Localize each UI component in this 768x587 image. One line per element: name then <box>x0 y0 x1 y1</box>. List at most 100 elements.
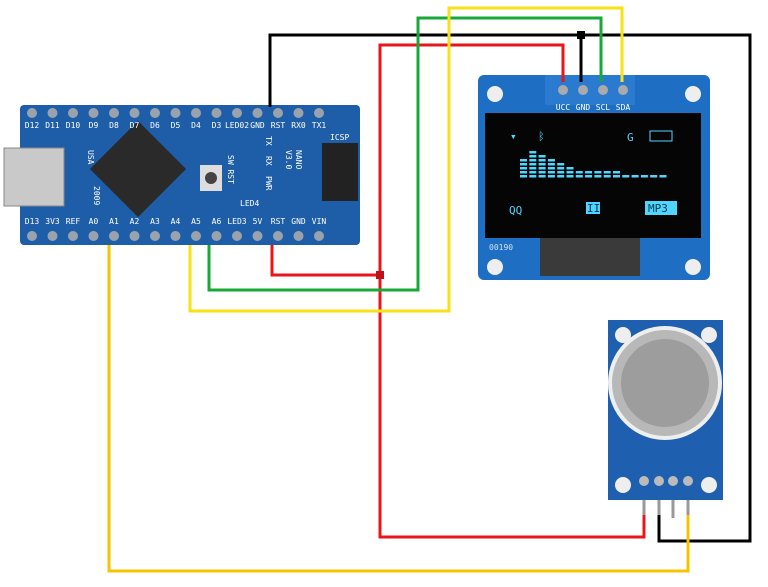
icsp-header <box>322 143 358 201</box>
pin-label: D8 <box>109 121 119 130</box>
spectrum-segment <box>520 163 527 166</box>
usb-connector <box>3 147 65 207</box>
pin-label: A1 <box>109 217 119 226</box>
pin-d8 <box>109 108 119 118</box>
spectrum-segment <box>520 171 527 174</box>
pin-label: RST <box>271 217 286 226</box>
oled-text-center: II <box>587 202 600 215</box>
reset-button <box>205 172 217 184</box>
spectrum-segment <box>566 167 574 170</box>
spectrum-segment <box>538 171 546 174</box>
oled-pin-label: GND <box>576 103 591 112</box>
pin-label: D10 <box>66 121 81 130</box>
oled-pin-label: UCC <box>556 103 571 112</box>
pin-label: D6 <box>150 121 160 130</box>
spectrum-segment <box>529 167 537 170</box>
pin-a0 <box>88 231 99 241</box>
spectrum-segment <box>520 167 527 170</box>
wire-black-gnd <box>268 33 752 543</box>
spectrum-segment <box>557 175 565 178</box>
pin-d13 <box>27 231 37 241</box>
pause-icon <box>586 202 600 214</box>
pin-label: D5 <box>171 121 181 130</box>
pin-label: VIN <box>312 217 327 226</box>
oled-pin-sda <box>618 85 628 95</box>
spectrum-segment <box>631 175 639 178</box>
reset-label: SW RST <box>226 155 235 184</box>
pin-a1 <box>109 231 119 241</box>
spectrum-segment <box>594 175 602 178</box>
oled-pin-label: SDA <box>616 103 631 112</box>
pin-label: LED02 <box>225 121 249 130</box>
pin-a6 <box>211 231 222 241</box>
pin-gnd <box>252 108 263 118</box>
oled-text-left: QQ <box>509 204 522 217</box>
sensor-pin-leg <box>642 500 646 518</box>
wire-orange-a0 <box>107 245 690 573</box>
spectrum-segment <box>547 163 555 166</box>
pin-label: A5 <box>191 217 201 226</box>
pin-label: D7 <box>130 121 140 130</box>
spectrum-segment <box>575 171 583 174</box>
pin-led3 <box>232 231 242 241</box>
board-code: 00190 <box>489 243 513 252</box>
pin-tx1 <box>314 108 324 118</box>
pin-label: D11 <box>45 121 60 130</box>
spectrum-segment <box>613 171 620 174</box>
spectrum-segment <box>622 175 630 178</box>
pin-label: RST <box>271 121 286 130</box>
spectrum-segment <box>566 171 574 174</box>
spectrum-segment <box>603 171 611 174</box>
spectrum-segment <box>659 175 667 178</box>
pin-label: D13 <box>25 217 40 226</box>
pin-d12 <box>27 108 37 118</box>
spectrum-segment <box>547 171 555 174</box>
sensor-pin-leg <box>671 500 675 518</box>
pin-ref <box>68 231 78 241</box>
pin-3v3 <box>47 231 58 241</box>
junction-black <box>577 31 585 39</box>
pin-label: LED3 <box>227 217 246 226</box>
gps-icon: G <box>627 131 634 144</box>
sensor-pin-leg <box>657 500 661 518</box>
pin-d9 <box>88 108 99 118</box>
oled-pin-ucc <box>558 85 568 95</box>
spectrum-segment <box>529 159 537 162</box>
pin-d6 <box>150 108 160 118</box>
spectrum-segment <box>538 167 546 170</box>
pin-label: 3V3 <box>45 217 60 226</box>
oled-pin-label: SCL <box>596 103 611 112</box>
pin-d11 <box>47 108 58 118</box>
pin-rst <box>273 231 283 241</box>
pin-label: GND <box>291 217 306 226</box>
sensor-pin <box>654 476 664 486</box>
pin-label: REF <box>66 217 81 226</box>
spectrum-segment <box>529 171 537 174</box>
microcontroller-chip <box>89 120 187 218</box>
spectrum-segment <box>538 175 546 178</box>
pin-d4 <box>191 108 201 118</box>
sensor-pin <box>683 476 693 486</box>
pin-label: D4 <box>191 121 201 130</box>
pin-label: 5V <box>253 217 263 226</box>
pin-led02 <box>232 108 242 118</box>
pin-vin <box>314 231 324 241</box>
sensor-pin <box>668 476 678 486</box>
nano-label: NANO <box>294 150 303 169</box>
version-label: V3.0 <box>284 150 293 169</box>
spectrum-segment <box>520 175 527 178</box>
led4-label: LED4 <box>240 199 259 208</box>
pin-label: D12 <box>25 121 40 130</box>
pin-d5 <box>170 108 181 118</box>
sensor-pin <box>639 476 649 486</box>
pin-5v <box>252 231 263 241</box>
mp3-badge <box>645 201 677 215</box>
usa-label: USA <box>86 150 95 165</box>
spectrum-segment <box>594 171 602 174</box>
pin-label: A4 <box>171 217 181 226</box>
pwr-led-label: PWR <box>264 176 273 191</box>
